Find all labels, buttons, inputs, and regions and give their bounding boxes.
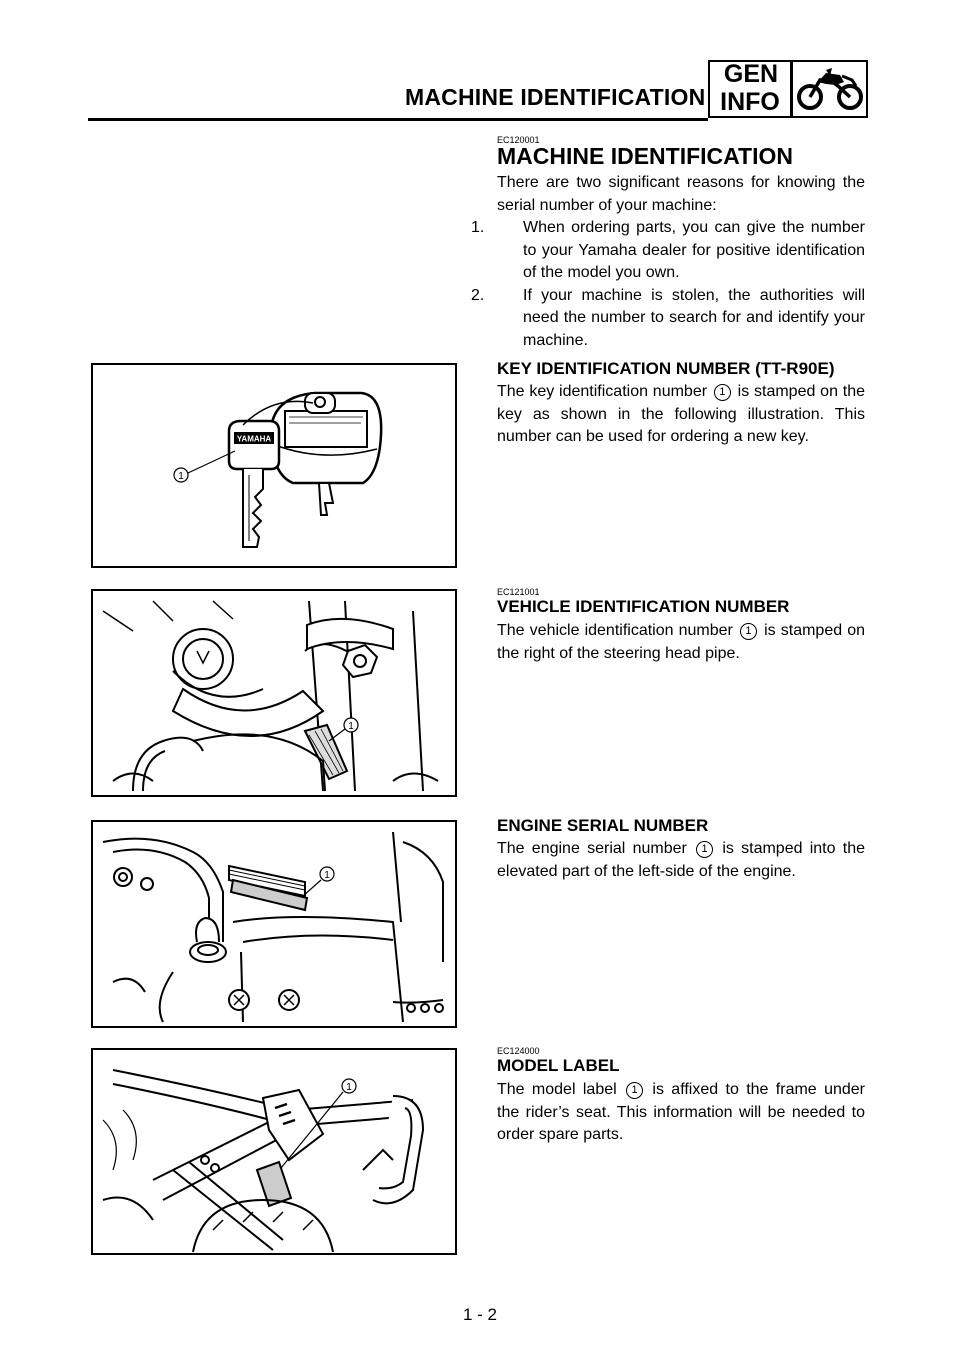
vehicle-heading: VEHICLE IDENTIFICATION NUMBER: [497, 597, 790, 616]
motorcycle-icon: [797, 68, 863, 110]
gen-info-badge: [708, 60, 868, 118]
key-heading: KEY IDENTIFICATION NUMBER (TT-R90E): [497, 359, 835, 378]
engine-heading: ENGINE SERIAL NUMBER: [497, 816, 709, 835]
intro-paragraph: There are two significant reasons for kn…: [497, 174, 865, 214]
text-run: The model label: [497, 1081, 617, 1098]
section-code: EC120001: [497, 135, 540, 145]
intro-heading: MACHINE IDENTIFICATION: [497, 143, 794, 169]
section-code: EC124000: [497, 1046, 540, 1056]
section-code: EC121001: [497, 587, 540, 597]
key-illustration: YAMAHA 1: [91, 363, 457, 568]
figure-callout: 1: [178, 471, 184, 482]
engine-paragraph: The engine serial number 1 is stamped in…: [497, 838, 865, 883]
badge-info-label: INFO: [720, 88, 780, 116]
figure-callout: 1: [348, 721, 354, 732]
model-heading: MODEL LABEL: [497, 1056, 620, 1075]
list-text: If your machine is stolen, the authoriti…: [523, 286, 865, 349]
key-paragraph: The key identification number 1 is stamp…: [497, 381, 865, 449]
text-run: is stamped into the elevated part of the…: [497, 840, 866, 880]
callout-number: 1: [626, 1082, 644, 1099]
text-run: is affixed to the frame under the rider’…: [497, 1081, 865, 1143]
text-run: is stamped on the right of the steering …: [497, 622, 866, 662]
callout-number: 1: [739, 623, 757, 640]
list-item: 2. If your machine is stolen, the authori…: [471, 285, 865, 353]
callout-number: 1: [696, 841, 714, 858]
intro-body: There are two significant reasons for kn…: [471, 172, 865, 353]
figure-callout: 1: [346, 1082, 352, 1093]
engine-illustration: 1: [91, 820, 457, 1028]
list-text: When ordering parts, you can give the nu…: [523, 219, 865, 281]
key-brand-text: YAMAHA: [237, 435, 272, 444]
vehicle-paragraph: The vehicle identification number 1 is s…: [497, 620, 865, 665]
page-number: 1 - 2: [462, 1305, 498, 1324]
steering-head-illustration: 1: [91, 589, 457, 797]
section-header-title: MACHINE IDENTIFICATION: [405, 84, 706, 110]
figure-callout: 1: [324, 870, 330, 881]
list-item: 1. When ordering parts, you can give the …: [471, 217, 865, 285]
text-run: The vehicle identification number: [497, 622, 733, 639]
header-rule: [88, 118, 708, 121]
badge-divider: [790, 60, 793, 118]
text-run: The engine serial number: [497, 840, 687, 857]
list-number: 1.: [471, 219, 485, 236]
text-run: The key identification number: [497, 383, 708, 400]
model-paragraph: The model label 1 is affixed to the fram…: [497, 1079, 865, 1147]
model-label-illustration: 1: [91, 1048, 457, 1255]
callout-number: 1: [713, 384, 731, 401]
text-run: is stamped on the key as shown in the fo…: [497, 383, 866, 445]
badge-gen-label: GEN: [723, 60, 779, 88]
list-number: 2.: [471, 286, 485, 304]
